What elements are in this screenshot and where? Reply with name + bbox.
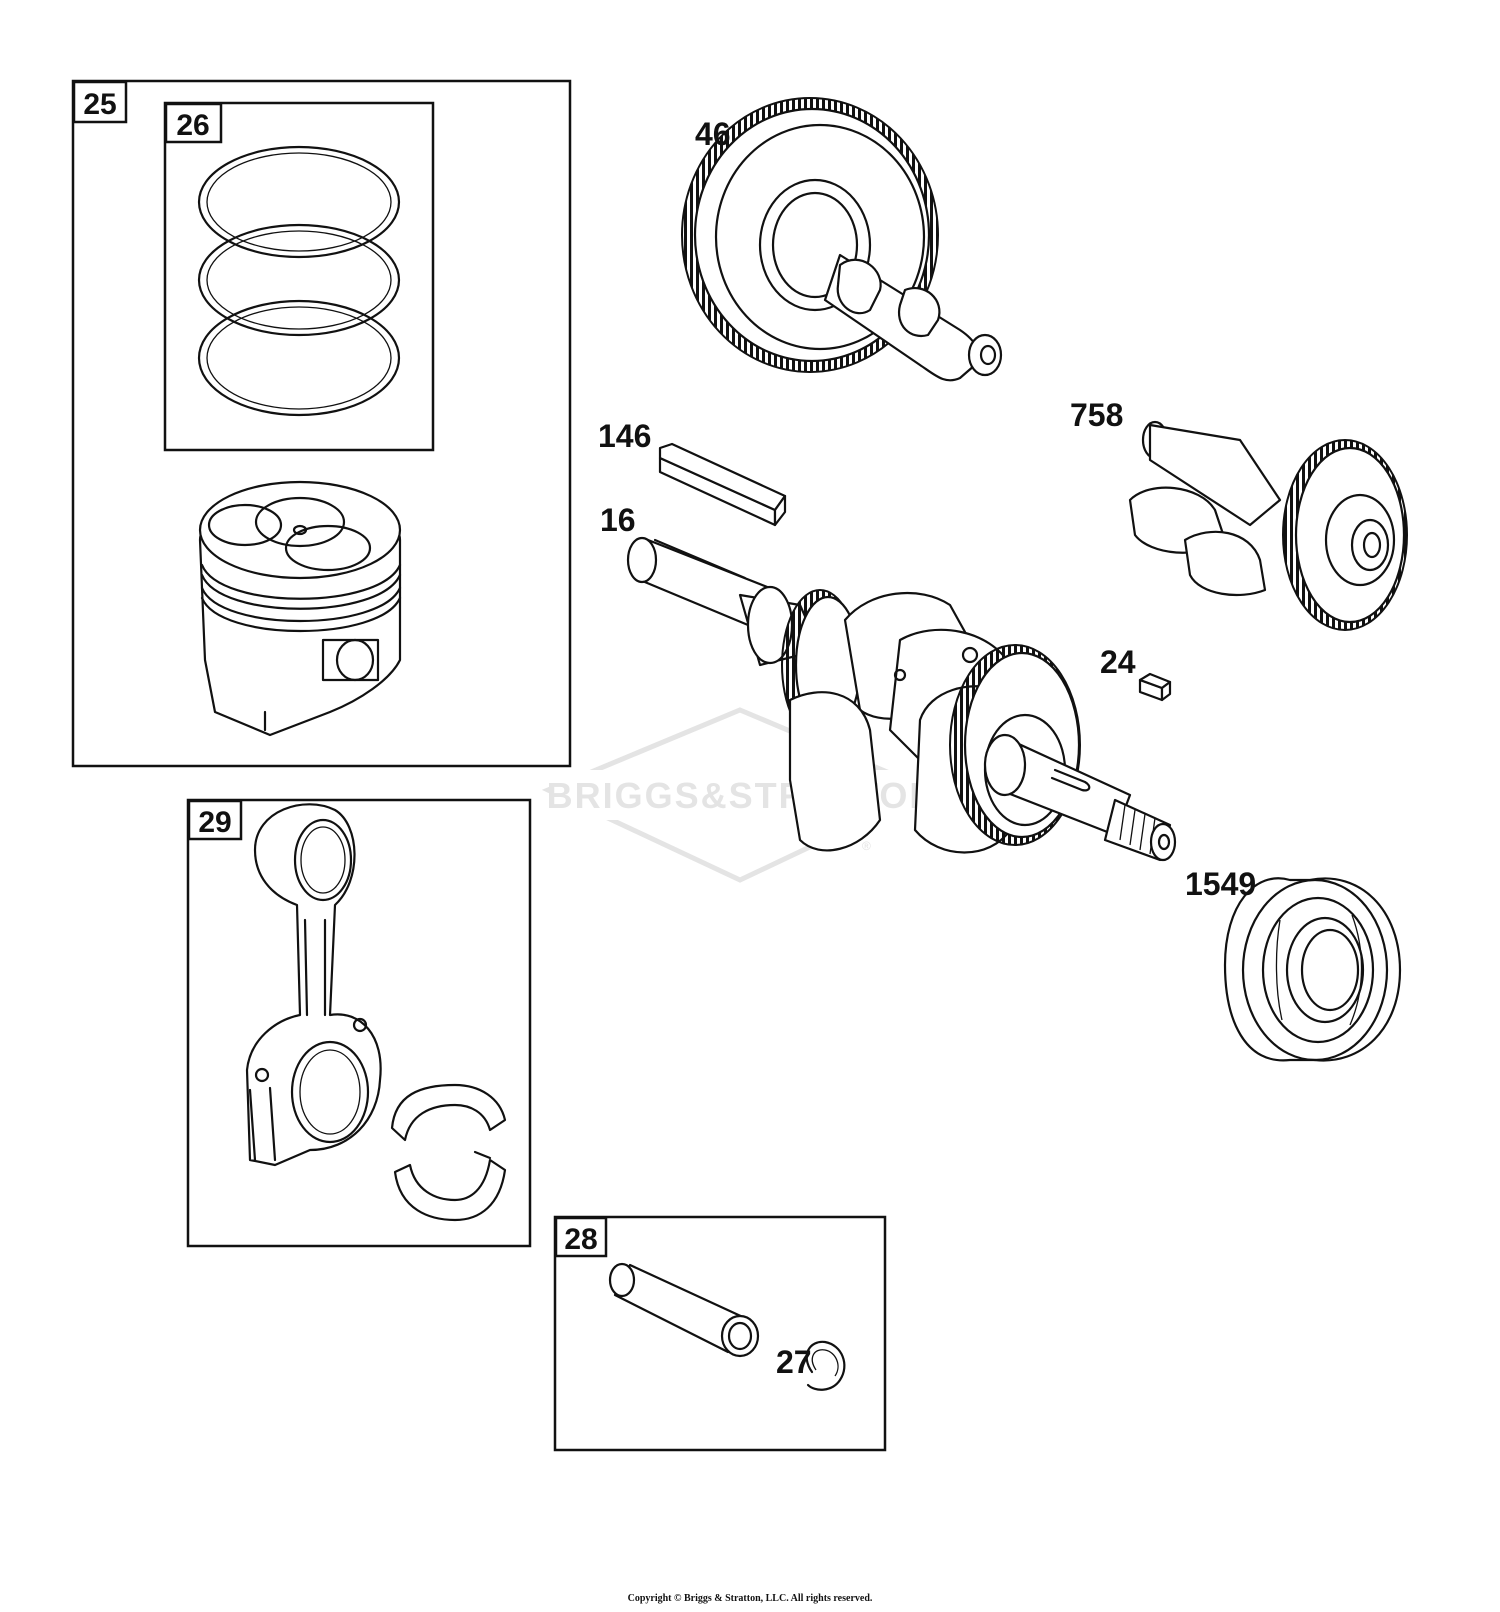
camshaft-gear — [681, 97, 1003, 382]
copyright-notice: Copyright © Briggs & Stratton, LLC. All … — [627, 1593, 873, 1604]
box-29: 29 — [186, 798, 532, 1248]
watermark: BRIGGS&STRATTON ® — [541, 707, 937, 883]
box-label-29: 29 — [198, 806, 231, 839]
part-label-27: 27 — [776, 1344, 812, 1380]
part-label-46: 46 — [695, 116, 731, 152]
box-26: 26 — [163, 101, 435, 452]
connecting-rod — [245, 803, 382, 1167]
piston-rings — [197, 145, 401, 417]
part-label-16: 16 — [600, 502, 636, 538]
part-label-1549: 1549 — [1185, 866, 1256, 902]
ball-bearing — [1223, 877, 1402, 1062]
rod-bearing-shells — [390, 1083, 507, 1222]
crankshaft — [626, 536, 1177, 862]
box-28: 28 — [553, 1215, 887, 1452]
part-label-758: 758 — [1070, 397, 1123, 433]
part-label-24: 24 — [1100, 644, 1136, 680]
piston — [198, 480, 402, 737]
box-label-25: 25 — [83, 88, 116, 121]
part-label-146: 146 — [598, 418, 651, 454]
watermark-registered: ® — [862, 839, 871, 853]
box-label-26: 26 — [176, 109, 209, 142]
box-25: 25 — [71, 79, 572, 768]
retaining-ring — [805, 1340, 846, 1391]
key — [658, 442, 787, 527]
balance-shaft — [1128, 420, 1408, 631]
small-key — [1138, 672, 1172, 702]
piston-pin — [608, 1262, 760, 1358]
box-label-28: 28 — [564, 1223, 597, 1256]
